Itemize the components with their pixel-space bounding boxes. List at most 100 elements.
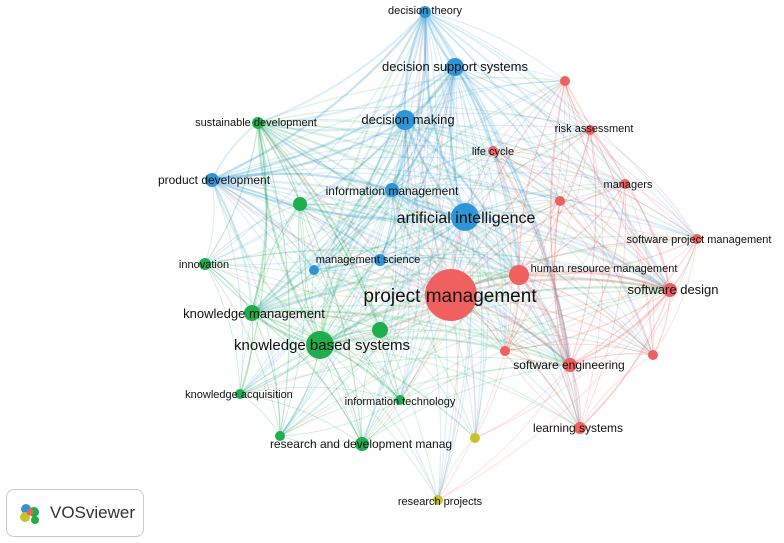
node-lc[interactable] [488,146,498,156]
node-mgr[interactable] [620,179,630,189]
node-g2[interactable] [372,322,388,338]
edge-kbs-dm [318,119,406,346]
node-se[interactable] [563,358,577,372]
edge-ai-dss [449,66,467,218]
node-pd[interactable] [205,173,219,187]
edge-im-mgr [391,172,626,191]
edge-ra-r2 [559,129,591,202]
node-r4[interactable] [648,350,658,360]
edge-r2-r3 [504,200,561,352]
edge-dt-hrm [424,11,521,276]
node-it[interactable] [395,395,405,405]
node-spm[interactable] [692,234,702,244]
edge-ka-rdm [239,393,363,445]
edge-ai-dt [423,11,467,218]
node-im[interactable] [385,183,399,197]
node-ai[interactable] [451,203,479,231]
node-ms[interactable] [374,254,386,266]
node-dss[interactable] [446,58,464,76]
edge-spm-r4 [652,238,698,356]
edge-pd-mgr [211,156,626,185]
edge-sd-km [250,122,268,314]
node-ra[interactable] [585,125,595,135]
node-b1[interactable] [309,265,319,275]
edge-im-r2 [391,184,561,202]
edge-pm-ra [450,129,591,296]
edge-dt-sd [257,11,426,125]
edge-ra-spm [589,129,698,240]
edge-pd-ls [211,179,581,429]
edge-ai-inn [204,216,466,266]
edge-it-g3 [279,399,401,437]
edge-ms-b1 [313,259,381,271]
edge-sdes-r2 [559,200,671,291]
edge-dm-se [404,119,572,366]
edge-dt-inn [204,11,426,265]
edge-hrm-ls [518,274,581,429]
node-r2[interactable] [555,196,565,206]
edge-dt-r3 [424,11,506,352]
label-lc: life cycle [472,146,514,158]
node-sd[interactable] [252,117,264,129]
edge-sd-hrm [257,121,520,276]
edge-sd-r1 [257,76,566,124]
edge-sdes-r3 [504,289,671,352]
edge-kbs-se [319,337,571,367]
edge-im-it [391,189,410,401]
label-km: knowledge management [183,306,325,321]
node-rp[interactable] [433,495,443,505]
edge-dm-b1 [313,119,406,271]
edge-km-hrm [251,271,520,315]
node-g1[interactable] [293,197,307,211]
edge-sdes-ls [579,289,671,429]
edge-lc-se [492,150,571,366]
edge-se-r1 [549,80,571,366]
node-ka[interactable] [235,389,245,399]
edge-dm-sd [257,118,406,132]
node-ls[interactable] [574,422,586,434]
edge-dss-r2 [454,66,561,202]
node-y1[interactable] [470,433,480,443]
edge-ka-g2 [239,329,381,395]
edge-km-ka [239,312,254,395]
node-pm[interactable] [425,269,477,321]
vosviewer-badge[interactable]: VOSviewer [6,489,144,537]
edge-ls-r2 [554,200,581,429]
edge-pd-r3 [211,179,506,352]
edge-ai-km [251,216,466,315]
edge-kbs-mgr [319,183,626,346]
edge-spm-r1 [564,80,698,240]
node-r3[interactable] [500,346,510,356]
edge-it-hrm [399,274,520,401]
node-kbs[interactable] [306,331,334,359]
node-dt[interactable] [419,6,431,18]
edge-pd-it [211,179,401,401]
label-it: information technology [345,396,456,408]
edge-mgr-r4 [624,183,655,356]
node-rdm[interactable] [355,437,369,451]
edge-pd-y1 [211,179,476,439]
node-r1[interactable] [560,76,570,86]
edge-pd-hrm [211,178,520,276]
node-inn[interactable] [199,258,211,270]
edge-r3-r4 [504,343,654,356]
edge-dm-ka [239,119,406,395]
node-g3[interactable] [275,431,285,441]
edge-pd-r4 [211,179,654,356]
node-km[interactable] [244,305,260,321]
edge-km-r2 [251,200,561,314]
edge-im-ka [239,189,393,395]
node-hrm[interactable] [509,265,529,285]
edge-ai-r4 [464,216,654,356]
edge-ra-lc [492,129,591,152]
edge-kbs-lc [319,150,494,346]
edge-im-r4 [391,189,654,356]
edge-spm-ls [579,238,698,429]
node-dm[interactable] [395,110,415,130]
node-sdes[interactable] [663,283,677,297]
edge-g3-se [279,364,571,437]
edge-ai-sd [257,122,466,219]
edge-pd-ra [211,124,591,181]
edge-kbs-hrm [319,273,520,346]
edge-sd-y1 [257,122,476,439]
